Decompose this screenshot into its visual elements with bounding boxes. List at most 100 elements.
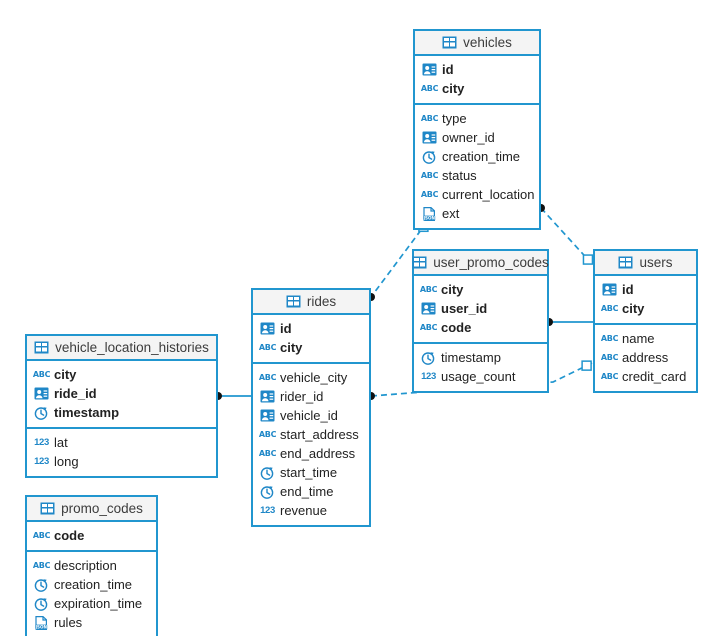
field-label: lat bbox=[54, 435, 68, 450]
clock-icon bbox=[260, 484, 275, 499]
field-label: rules bbox=[54, 615, 83, 630]
field-row-rider_id[interactable]: rider_id bbox=[253, 387, 369, 406]
string-abc-icon: ABC bbox=[419, 322, 438, 332]
string-abc-icon: ABC bbox=[600, 333, 619, 343]
field-label: id bbox=[622, 282, 634, 297]
field-label: city bbox=[280, 340, 303, 355]
field-label: city bbox=[622, 301, 645, 316]
field-label: end_address bbox=[280, 446, 356, 461]
field-label: type bbox=[442, 111, 467, 126]
field-label: ext bbox=[442, 206, 460, 221]
entity-header-promo_codes[interactable]: promo_codes bbox=[27, 497, 156, 522]
entity-header-users[interactable]: users bbox=[595, 251, 696, 276]
field-label: description bbox=[54, 558, 117, 573]
field-row-expiration_time[interactable]: expiration_time bbox=[27, 594, 156, 613]
field-label: owner_id bbox=[442, 130, 495, 145]
field-label: revenue bbox=[280, 503, 327, 518]
field-row-rules[interactable]: JSON rules bbox=[27, 613, 156, 632]
field-row-id[interactable]: id bbox=[415, 60, 539, 79]
field-row-ride_id[interactable]: ride_id bbox=[27, 384, 216, 403]
field-row-id[interactable]: id bbox=[595, 280, 696, 299]
field-row-start_time[interactable]: start_time bbox=[253, 463, 369, 482]
field-row-timestamp[interactable]: timestamp bbox=[414, 348, 547, 367]
field-label: user_id bbox=[441, 301, 488, 316]
entity-header-user_promo_codes[interactable]: user_promo_codes bbox=[412, 251, 549, 276]
string-abc-icon: ABC bbox=[420, 113, 439, 123]
clock-icon bbox=[34, 596, 49, 611]
field-row-vehicle_id[interactable]: vehicle_id bbox=[253, 406, 369, 425]
svg-text:JSON: JSON bbox=[35, 624, 48, 629]
entity-header-vehicles[interactable]: vehicles bbox=[415, 31, 539, 56]
field-row-timestamp[interactable]: timestamp bbox=[27, 403, 216, 422]
field-label: start_time bbox=[280, 465, 338, 480]
endpoint-one bbox=[581, 360, 592, 371]
field-row-id[interactable]: id bbox=[253, 319, 369, 338]
string-abc-icon: ABC bbox=[32, 560, 51, 570]
table-icon bbox=[618, 255, 633, 270]
string-abc-icon: ABC bbox=[420, 83, 439, 93]
field-row-owner_id[interactable]: owner_id bbox=[415, 128, 539, 147]
relationship-vehicle_location_histories-rides[interactable] bbox=[214, 392, 251, 400]
string-abc-icon: ABC bbox=[420, 170, 439, 180]
string-abc-icon: ABC bbox=[600, 352, 619, 362]
relationship-user_promo_codes-users[interactable] bbox=[545, 318, 593, 326]
field-row-creation_time[interactable]: creation_time bbox=[415, 147, 539, 166]
field-row-end_time[interactable]: end_time bbox=[253, 482, 369, 501]
field-row-user_id[interactable]: user_id bbox=[414, 299, 547, 318]
field-label: city bbox=[54, 367, 77, 382]
string-abc-icon: ABC bbox=[32, 369, 51, 379]
field-row-creation_time[interactable]: creation_time bbox=[27, 575, 156, 594]
number-icon: 123 bbox=[34, 455, 49, 467]
string-abc-icon: ABC bbox=[258, 429, 277, 439]
field-label: address bbox=[622, 350, 669, 365]
key-id-icon bbox=[260, 389, 275, 404]
string-abc-icon: ABC bbox=[258, 448, 277, 458]
entity-header-rides[interactable]: rides bbox=[253, 290, 369, 315]
field-label: end_time bbox=[280, 484, 334, 499]
entity-header-vehicle_location_histories[interactable]: vehicle_location_histories bbox=[27, 336, 216, 361]
field-label: id bbox=[442, 62, 454, 77]
field-label: id bbox=[280, 321, 292, 336]
field-label: expiration_time bbox=[54, 596, 143, 611]
key-id-icon bbox=[34, 386, 49, 401]
clock-icon bbox=[260, 465, 275, 480]
field-label: rider_id bbox=[280, 389, 324, 404]
